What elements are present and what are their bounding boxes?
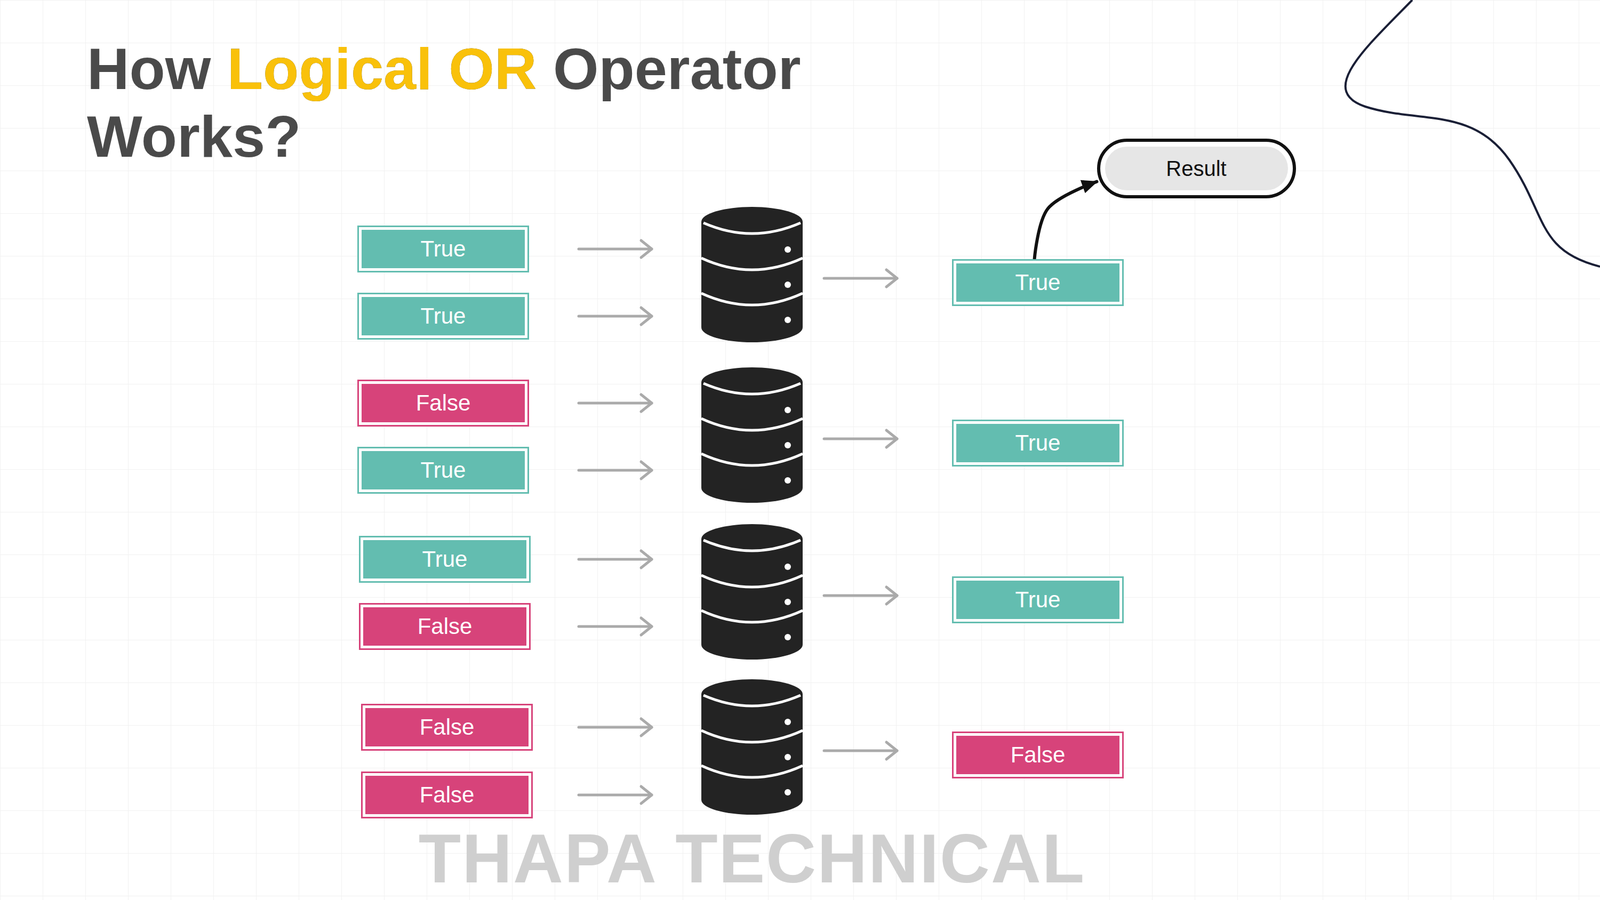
flow-arrow-head — [641, 718, 652, 736]
flow-arrow — [578, 786, 652, 804]
flow-arrow-head — [886, 742, 898, 760]
flow-arrow — [824, 587, 898, 605]
flow-arrow-shaft — [578, 625, 652, 629]
curved-arrow — [1034, 181, 1098, 260]
value-box: True — [357, 292, 530, 340]
flow-arrow-shaft — [578, 794, 652, 797]
flow-arrow — [824, 742, 898, 760]
flow-arrow — [578, 307, 652, 325]
flow-arrow-head — [641, 240, 652, 258]
value-label: True — [420, 457, 467, 484]
flow-arrow — [578, 240, 652, 258]
flow-arrow-head — [641, 394, 652, 412]
result-pill: Result — [1097, 138, 1296, 199]
value-box: False — [361, 771, 533, 819]
flow-arrow-shaft — [578, 248, 652, 251]
value-box: False — [361, 704, 533, 751]
flow-arrow-head — [641, 461, 652, 479]
flow-arrow — [578, 461, 652, 479]
decorative-curve — [1345, 0, 1600, 267]
flow-arrow-shaft — [578, 726, 652, 730]
value-box: True — [952, 259, 1124, 307]
value-label: False — [416, 390, 471, 416]
value-label: False — [1010, 742, 1066, 768]
database-icon — [701, 679, 803, 815]
flow-arrow-head — [641, 618, 652, 636]
watermark: THAPA TECHNICAL — [418, 824, 1086, 894]
flow-arrow-head — [641, 550, 652, 568]
flow-arrow — [578, 718, 652, 736]
result-label: Result — [1165, 156, 1227, 181]
flow-arrow-head — [641, 786, 652, 804]
database-icon — [701, 524, 803, 660]
value-label: True — [1015, 269, 1061, 296]
value-box: True — [358, 536, 531, 583]
flow-arrow — [578, 550, 652, 568]
flow-arrow-head — [641, 307, 652, 325]
title: How Logical OR Operator Works? — [86, 35, 887, 171]
flow-arrow — [578, 394, 652, 412]
flow-arrow-shaft — [824, 594, 898, 598]
value-label: False — [419, 714, 475, 741]
value-box: True — [357, 446, 530, 494]
value-box: True — [357, 225, 530, 273]
flow-arrow-shaft — [578, 402, 652, 405]
flow-arrow-shaft — [578, 469, 652, 472]
flow-arrow-shaft — [578, 315, 652, 318]
flow-arrow-head — [886, 587, 898, 605]
value-box: True — [952, 576, 1124, 624]
database-icon — [701, 367, 803, 503]
value-box: False — [358, 603, 531, 651]
value-box: False — [952, 731, 1124, 779]
value-label: True — [1015, 587, 1061, 613]
flow-arrow-shaft — [824, 749, 898, 753]
flow-arrow-shaft — [824, 277, 898, 280]
value-label: True — [420, 303, 467, 330]
value-label: True — [1015, 430, 1061, 456]
value-label: False — [419, 782, 475, 808]
database-icon — [701, 206, 803, 343]
flow-arrow — [578, 618, 652, 636]
flow-arrow-shaft — [578, 558, 652, 562]
flow-arrow — [824, 269, 898, 287]
flow-arrow-head — [886, 269, 898, 287]
flow-arrow — [824, 430, 898, 448]
value-box: True — [952, 419, 1124, 467]
value-box: False — [357, 379, 530, 427]
flow-arrow-shaft — [824, 437, 898, 441]
value-label: False — [417, 613, 473, 640]
value-label: True — [422, 546, 468, 573]
flow-arrow-head — [886, 430, 898, 448]
value-label: True — [420, 236, 467, 262]
